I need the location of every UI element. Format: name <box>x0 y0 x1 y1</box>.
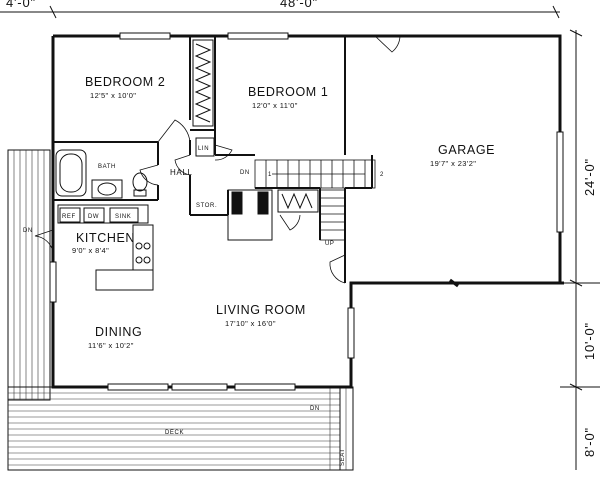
linen-closet-label: LIN <box>198 146 209 152</box>
bedroom-2-name: BEDROOM 2 <box>85 75 165 89</box>
dishwasher-label: DW <box>88 214 99 220</box>
stair-step-1: 1 <box>268 172 272 178</box>
stair-up-label: UP <box>325 241 335 247</box>
side-deck-stair-label: DN <box>23 228 33 234</box>
garage-front-door-marks <box>449 278 564 288</box>
bath-label: BATH <box>98 164 116 170</box>
dimension-right-middle: 10'-0" <box>582 322 597 360</box>
doors <box>34 35 401 284</box>
dimension-top-main: 48'-0" <box>280 0 318 10</box>
bath-fixtures <box>55 149 148 199</box>
dimension-right-upper: 24'-0" <box>582 158 597 196</box>
garage-name: GARAGE <box>438 143 495 157</box>
storage-label: STOR. <box>196 203 217 209</box>
hall-label: HALL <box>170 168 192 177</box>
living-room-name: LIVING ROOM <box>216 303 306 317</box>
dining-size: 11'6" x 10'2" <box>88 341 134 350</box>
living-room-size: 17'10" x 16'0" <box>225 319 276 328</box>
bedroom-2-size: 12'5" x 10'0" <box>90 91 136 100</box>
sink-label: SINK <box>115 214 131 220</box>
closets <box>192 39 319 213</box>
dining-name: DINING <box>95 325 142 339</box>
refrigerator-label: REF <box>62 214 76 220</box>
bedroom-1-size: 12'0" x 11'0" <box>252 101 298 110</box>
deck-label: DECK <box>165 430 184 436</box>
exterior-walls <box>51 34 562 389</box>
windows <box>49 32 564 391</box>
deck-stair-label: DN <box>310 406 320 412</box>
kitchen-fixtures <box>57 204 154 291</box>
dimension-lines <box>0 5 600 470</box>
bedroom-1-name: BEDROOM 1 <box>248 85 328 99</box>
fireplace <box>227 189 273 241</box>
stair-step-2: 2 <box>380 172 384 178</box>
dimension-top-left: 4'-0" <box>6 0 36 10</box>
seat-label: SEAT <box>340 448 346 466</box>
stair-down-label: DN <box>240 170 250 176</box>
kitchen-size: 9'0" x 8'4" <box>72 246 109 255</box>
deck <box>7 149 354 471</box>
kitchen-name: KITCHEN <box>76 231 135 245</box>
stairs <box>254 159 376 241</box>
dimension-right-lower: 8'-0" <box>582 427 597 457</box>
garage-size: 19'7" x 23'2" <box>430 159 476 168</box>
